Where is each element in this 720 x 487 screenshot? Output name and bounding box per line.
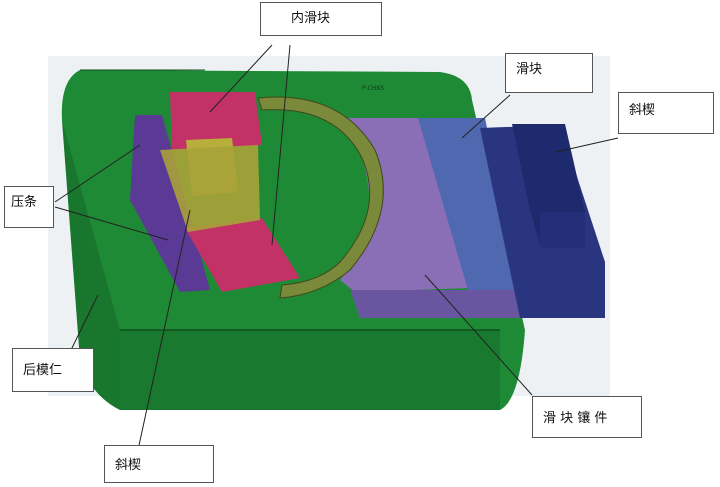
yellow-wedge-body	[160, 145, 260, 232]
slider-base	[350, 290, 525, 318]
leader-lines	[54, 44, 619, 451]
label-wedge-bottom-text: 斜楔	[115, 458, 142, 473]
model-mark: P-CHKS	[362, 85, 384, 92]
leader-slider	[461, 94, 511, 139]
inner-slider-top	[170, 92, 262, 150]
label-rear-core-text: 后模仁	[23, 363, 63, 378]
leader-press-strip-b	[54, 206, 169, 241]
label-wedge-right: 斜楔	[618, 92, 714, 134]
leader-inner-slider-a	[209, 44, 273, 113]
rear-core-left-face	[62, 120, 120, 410]
leader-inner-slider-b	[271, 44, 291, 246]
leader-slider-insert	[424, 274, 533, 396]
inner-slider-bottom	[185, 218, 300, 292]
label-slider-insert-text: 滑 块 镶 件	[543, 411, 608, 426]
leader-rear-core	[69, 294, 99, 353]
label-slider-text: 滑块	[516, 62, 543, 77]
label-slider: 滑块	[505, 53, 593, 93]
label-wedge-right-text: 斜楔	[629, 103, 656, 118]
rear-core-front-face	[120, 330, 500, 410]
slider	[418, 118, 520, 290]
leader-press-strip-a	[54, 144, 141, 203]
label-slider-insert: 滑 块 镶 件	[532, 396, 642, 438]
leader-wedge-bottom	[137, 209, 191, 451]
label-press-strip-text: 压条	[11, 195, 38, 210]
label-inner-slider-text: 内滑块	[291, 11, 331, 26]
press-strip	[130, 115, 210, 292]
label-wedge-bottom: 斜楔	[104, 445, 214, 483]
label-rear-core: 后模仁	[12, 348, 94, 392]
leader-wedge-right	[555, 137, 619, 153]
label-inner-slider: 内滑块	[260, 2, 382, 36]
ring-insert	[257, 96, 384, 299]
wedge-right-top	[540, 212, 585, 248]
label-press-strip: 压条	[4, 186, 54, 228]
